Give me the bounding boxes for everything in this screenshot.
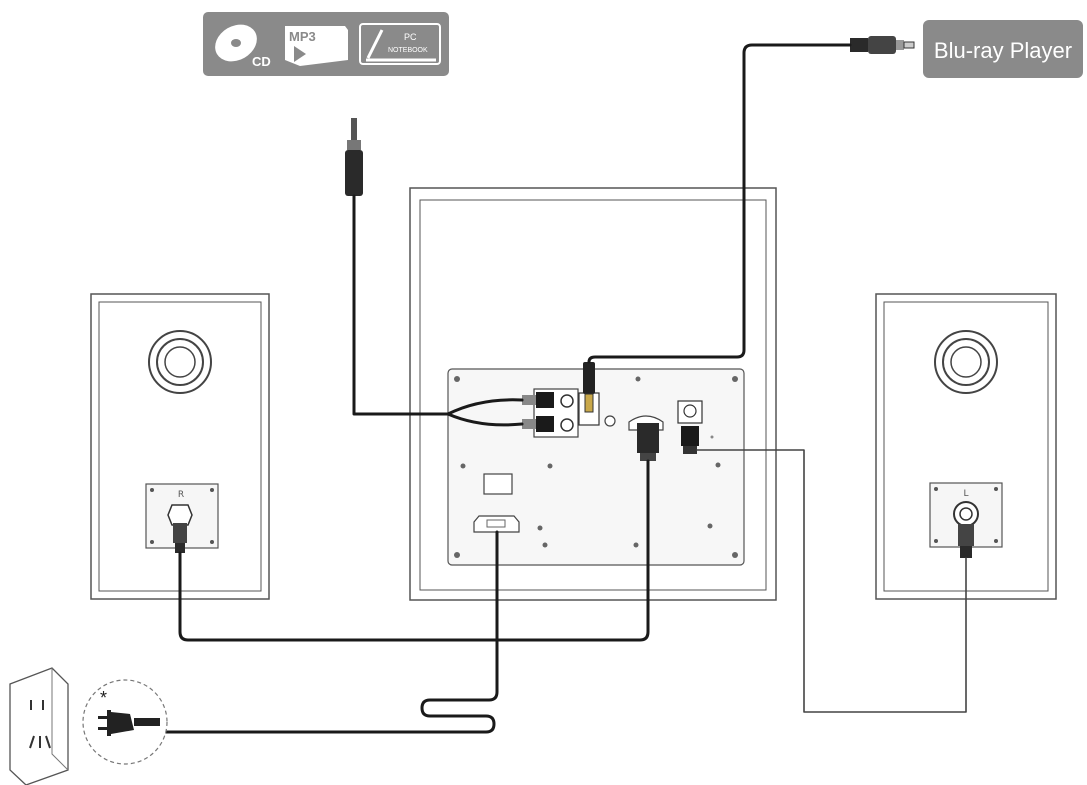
- ac-power-inlet: [473, 515, 520, 533]
- right-tweeter-icon: [148, 330, 212, 394]
- subwoofer: [409, 187, 777, 601]
- right-speaker-cable: [178, 459, 650, 642]
- rca-aux-inputs: [522, 388, 579, 438]
- right-speaker-plug-icon: [173, 523, 187, 553]
- left-speaker: L: [875, 293, 1057, 600]
- cd-label: CD: [252, 54, 271, 69]
- right-speaker: R: [90, 293, 270, 600]
- aux-cable-split-bottom: [446, 412, 524, 427]
- optical-input-port: [578, 362, 616, 427]
- aux-cable: [352, 194, 450, 416]
- notebook-label: NOTEBOOK: [388, 47, 428, 54]
- optical-cable: [587, 43, 852, 364]
- right-speaker-label: R: [178, 490, 184, 500]
- aux-cable-split-top: [446, 398, 524, 416]
- cables: [158, 43, 967, 734]
- wall-outlet: [9, 667, 69, 785]
- optical-plug-icon: [850, 36, 915, 54]
- left-speaker-output-port: [677, 400, 714, 454]
- blu-ray-player-badge: Blu-ray Player: [923, 20, 1083, 78]
- mp3-player-icon: [285, 26, 348, 66]
- satellite-output-port: [628, 415, 664, 461]
- left-speaker-plug-icon: [958, 524, 974, 558]
- source-badge: CD MP3 PC NOTEBOOK: [203, 12, 449, 76]
- pc-label: PC: [404, 32, 417, 42]
- power-plug-icon: [98, 710, 160, 736]
- outlet-note-mark: *: [100, 688, 107, 708]
- notebook-icon: [359, 23, 441, 65]
- power-switch: [483, 473, 513, 495]
- blu-ray-player-label: Blu-ray Player: [934, 38, 1072, 63]
- mp3-label: MP3: [289, 29, 316, 44]
- left-speaker-cable: [696, 449, 967, 713]
- left-tweeter-icon: [934, 330, 998, 394]
- power-cable: [158, 530, 499, 734]
- left-speaker-label: L: [963, 489, 968, 499]
- aux-3.5mm-plug-icon: [345, 118, 363, 196]
- cd-disc-icon: [215, 24, 257, 62]
- subwoofer-rear-panel: [447, 362, 745, 566]
- power-plug-callout: [82, 679, 168, 765]
- right-input-plate: [145, 483, 219, 549]
